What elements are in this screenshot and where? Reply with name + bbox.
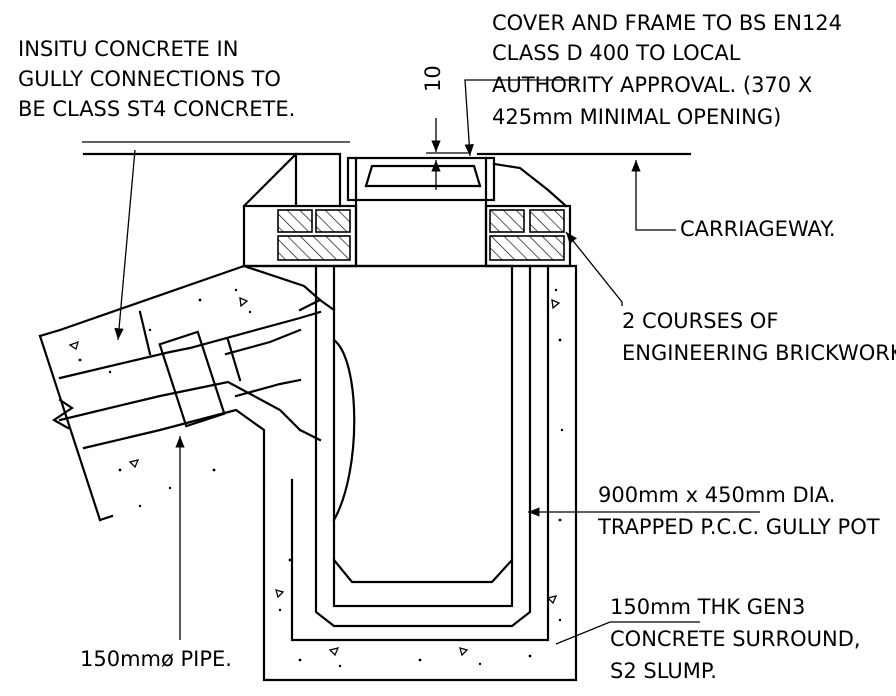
surround-note-line-3: S2 SLUMP. <box>610 659 717 683</box>
brickwork-left <box>242 204 358 268</box>
cover-note-line-2: CLASS D 400 TO LOCAL <box>492 41 741 65</box>
surround-note-line-1: 150mm THK GEN3 <box>610 595 805 619</box>
cover-note-line-1: COVER AND FRAME TO BS EN124 <box>492 11 842 35</box>
carriageway-leader <box>631 160 676 231</box>
cover-leader <box>464 79 580 157</box>
surround-note-line-2: CONCRETE SURROUND, <box>610 627 861 651</box>
brickwork-note-line-2: ENGINEERING BRICKWORK <box>622 341 896 365</box>
gully-inlet-pipe <box>38 264 322 522</box>
gully-pot <box>314 264 532 628</box>
concrete-surround <box>242 264 578 682</box>
surround-leader <box>555 621 700 645</box>
insitu-leader <box>114 149 136 341</box>
surround-note: 150mm THK GEN3 CONCRETE SURROUND, S2 SLU… <box>610 595 861 683</box>
brickwork-note-line-1: 2 COURSES OF <box>622 309 778 333</box>
insitu-note-line-1: INSITU CONCRETE IN <box>18 37 238 61</box>
gully-note-line-2: TRAPPED P.C.C. GULLY POT <box>597 515 880 539</box>
gully-note-line-1: 900mm x 450mm DIA. <box>598 483 835 507</box>
cover-frame-note: COVER AND FRAME TO BS EN124 CLASS D 400 … <box>492 11 842 129</box>
gully-pot-note: 900mm x 450mm DIA. TRAPPED P.C.C. GULLY … <box>597 483 880 539</box>
brickwork-right <box>484 204 572 268</box>
brickwork-leader <box>565 231 623 306</box>
dimension-10-label: 10 <box>421 65 445 92</box>
cover-note-line-4: 425mm MINIMAL OPENING) <box>492 105 781 129</box>
concrete-aggregate-marks <box>68 288 564 668</box>
insitu-note-line-3: BE CLASS ST4 CONCRETE. <box>18 97 295 121</box>
carriageway-label: CARRIAGEWAY. <box>680 217 836 241</box>
insitu-note-line-2: GULLY CONNECTIONS TO <box>18 67 281 91</box>
leader-lines <box>82 79 760 645</box>
insitu-concrete-note: INSITU CONCRETE IN GULLY CONNECTIONS TO … <box>18 37 295 121</box>
brickwork-note: 2 COURSES OF ENGINEERING BRICKWORK <box>622 309 896 365</box>
pipe-label: 150mmø PIPE. <box>80 647 232 671</box>
cover-note-line-3: AUTHORITY APPROVAL. (370 X <box>492 73 812 97</box>
